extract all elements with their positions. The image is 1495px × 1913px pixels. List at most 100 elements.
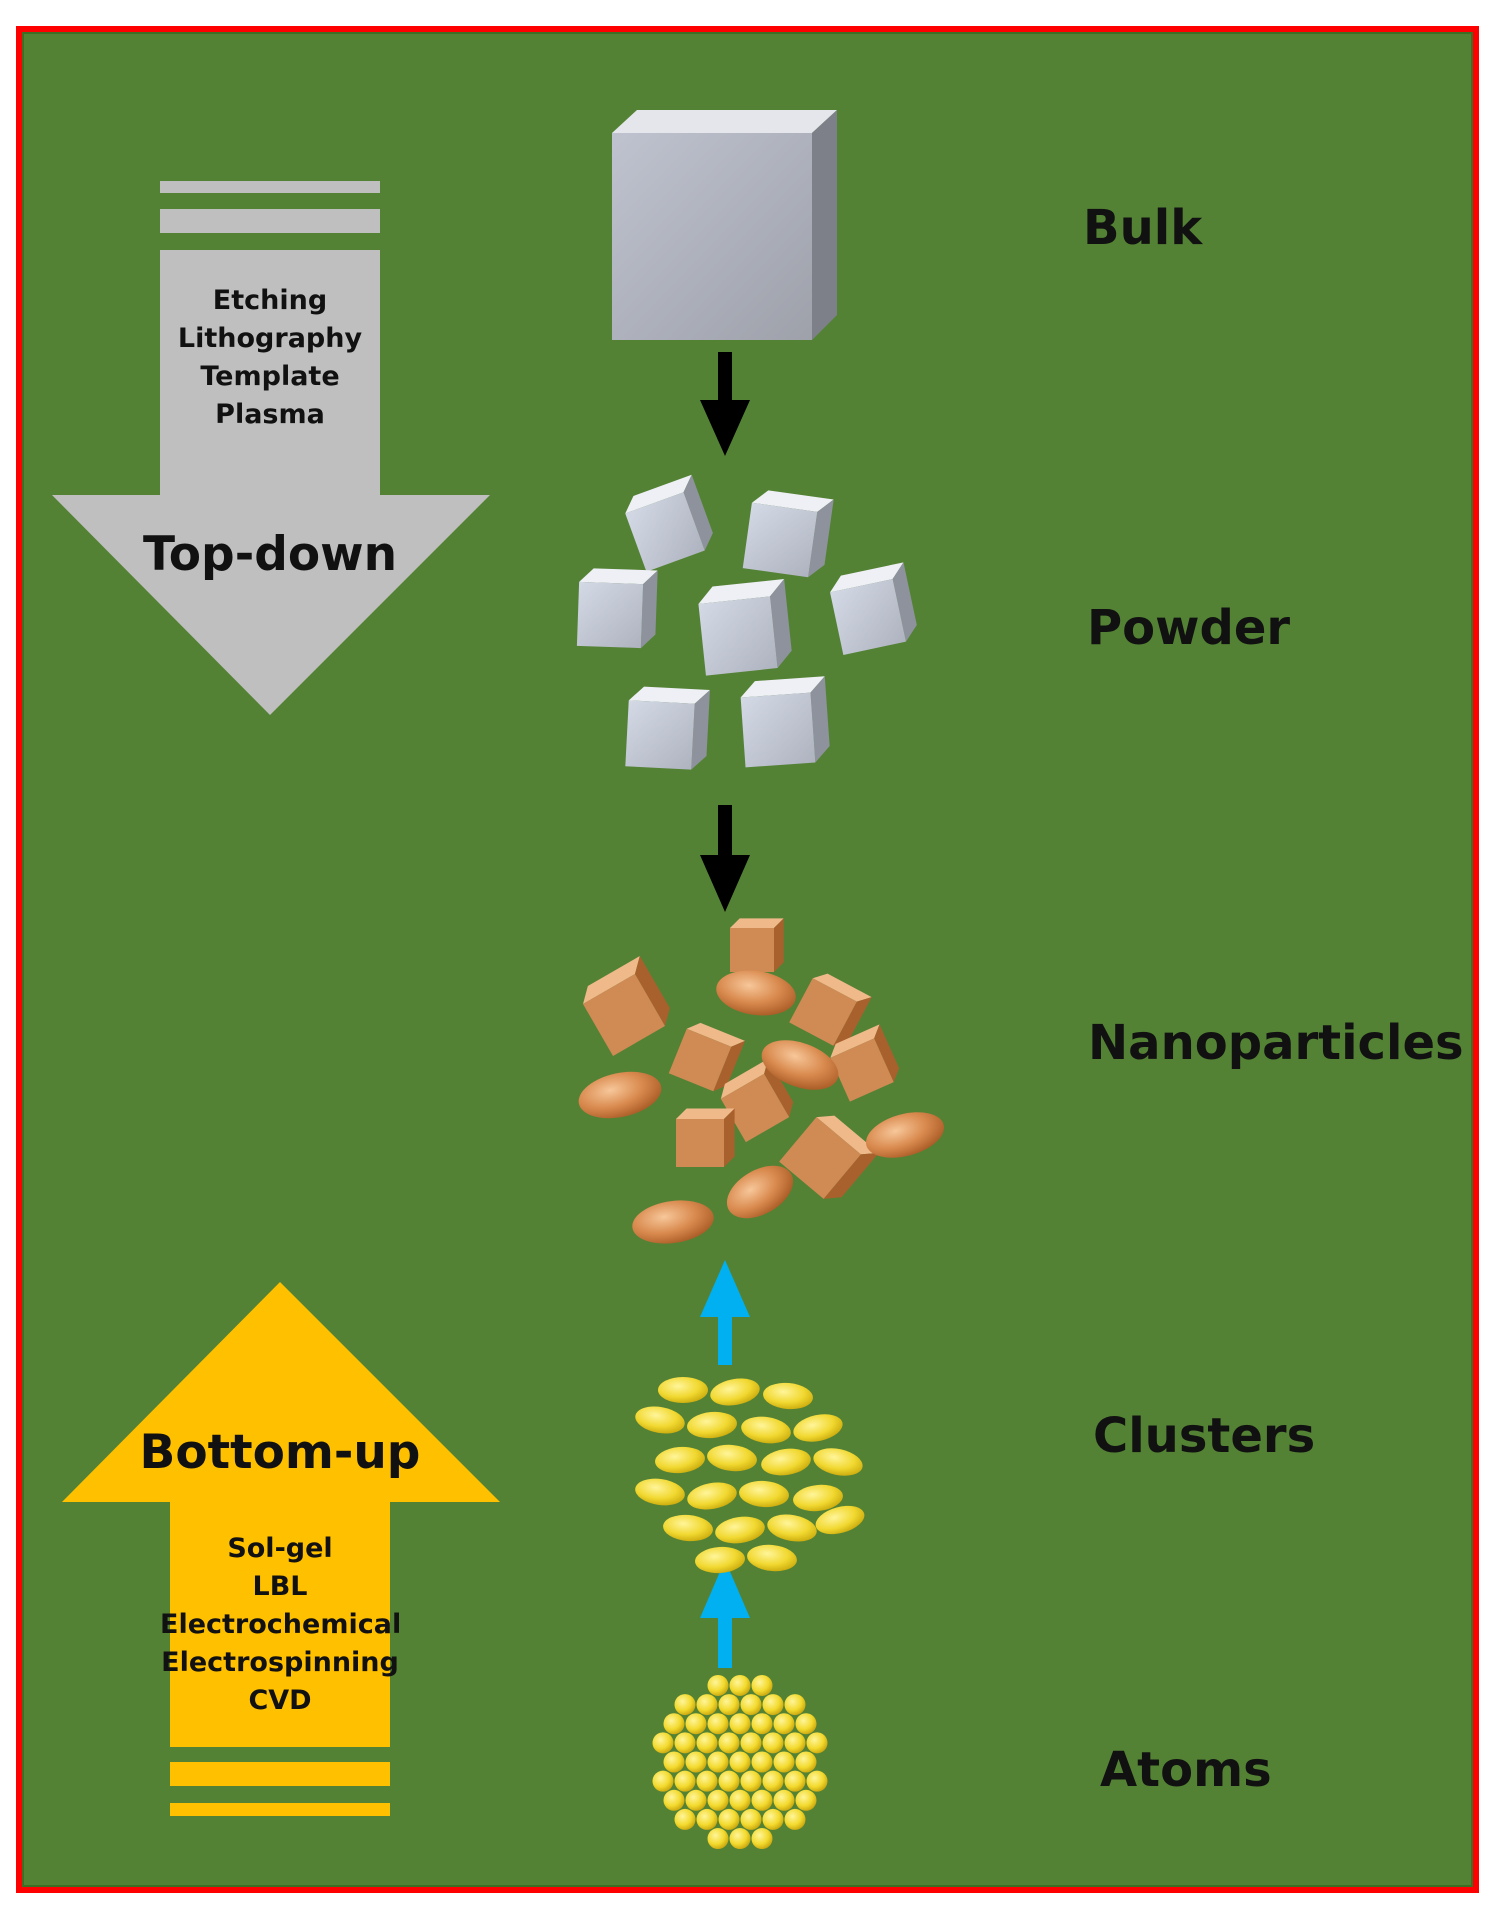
- bottom-up-method: Sol-gel: [227, 1533, 333, 1564]
- clusters-icon: [635, 1377, 865, 1574]
- diagram-panel: [22, 32, 1473, 1887]
- atom-sphere: [707, 1828, 729, 1850]
- atom-sphere: [652, 1732, 674, 1754]
- cluster-particle: [663, 1514, 713, 1542]
- atom-sphere: [685, 1789, 707, 1811]
- atom-sphere: [674, 1808, 696, 1830]
- atom-sphere: [707, 1713, 729, 1735]
- top-down-methods: Etching Lithography Template Plasma: [170, 282, 370, 434]
- atom-sphere: [718, 1770, 740, 1792]
- cluster-particle: [687, 1411, 737, 1439]
- atom-sphere: [729, 1751, 751, 1773]
- atom-sphere: [751, 1828, 773, 1850]
- bottom-up-methods: Sol-gel LBL Electrochemical Electrospinn…: [160, 1530, 402, 1720]
- bulk-cube-icon: [612, 110, 837, 340]
- atom-sphere: [784, 1808, 806, 1830]
- nanoparticle-cube: [668, 1022, 745, 1092]
- nanoparticle-cube: [583, 955, 670, 1056]
- atom-sphere: [806, 1770, 828, 1792]
- bottom-up-method: CVD: [248, 1685, 312, 1716]
- arrow-atoms-to-clusters: [700, 1560, 750, 1668]
- atom-sphere: [762, 1694, 784, 1716]
- atom-sphere: [718, 1732, 740, 1754]
- cluster-particle: [761, 1448, 811, 1476]
- nanoparticle-cube: [779, 1115, 879, 1199]
- atom-sphere: [751, 1789, 773, 1811]
- powder-cube: [625, 686, 710, 770]
- nanoparticle-cube: [676, 1108, 735, 1167]
- powder-cube: [742, 490, 834, 578]
- nanoparticles-icon: [578, 918, 945, 1244]
- nanoparticle-oval: [865, 1112, 945, 1158]
- atom-sphere: [674, 1694, 696, 1716]
- top-down-stripe-1: [160, 181, 380, 193]
- cluster-particle: [710, 1378, 760, 1406]
- atom-sphere: [718, 1808, 740, 1830]
- atom-sphere: [685, 1751, 707, 1773]
- nanoparticle-cube: [720, 1058, 794, 1143]
- atoms-icon: [652, 1674, 828, 1850]
- atom-sphere: [740, 1808, 762, 1830]
- arrow-clusters-to-nanoparticles: [700, 1260, 750, 1365]
- cluster-particle: [655, 1446, 705, 1474]
- nanoparticle-cube: [730, 918, 784, 972]
- top-down-arrow-body: [52, 250, 490, 715]
- cluster-particle: [767, 1514, 817, 1542]
- stage-label-clusters: Clusters: [1093, 1408, 1316, 1464]
- cluster-particle: [813, 1448, 863, 1476]
- cluster-particle: [741, 1416, 791, 1444]
- atom-sphere: [751, 1751, 773, 1773]
- cluster-particle: [658, 1377, 708, 1403]
- atom-sphere: [663, 1713, 685, 1735]
- atom-sphere: [773, 1789, 795, 1811]
- atom-sphere: [707, 1789, 729, 1811]
- atom-sphere: [674, 1732, 696, 1754]
- bottom-up-arrow-body: [62, 1282, 500, 1747]
- cluster-particle: [793, 1484, 843, 1512]
- stage-label-nanoparticles: Nanoparticles: [1088, 1015, 1464, 1071]
- arrow-powder-to-nanoparticles: [700, 805, 750, 912]
- cluster-particle: [635, 1406, 685, 1434]
- top-down-title: Top-down: [142, 527, 398, 582]
- atom-sphere: [784, 1770, 806, 1792]
- nanoparticle-oval: [761, 1040, 839, 1090]
- atom-sphere: [784, 1732, 806, 1754]
- stage-label-atoms: Atoms: [1100, 1742, 1272, 1798]
- atom-sphere: [696, 1770, 718, 1792]
- nanoparticle-cube: [830, 1024, 900, 1102]
- top-down-method: Plasma: [215, 399, 325, 430]
- arrow-bulk-to-powder: [700, 352, 750, 456]
- outer-frame: [16, 26, 1479, 1893]
- atom-sphere: [696, 1808, 718, 1830]
- powder-cube: [625, 474, 713, 572]
- atom-sphere: [663, 1751, 685, 1773]
- cluster-particle: [695, 1546, 745, 1574]
- atom-sphere: [762, 1808, 784, 1830]
- atom-sphere: [696, 1732, 718, 1754]
- atom-sphere: [685, 1713, 707, 1735]
- powder-cube: [740, 676, 830, 768]
- cluster-particle: [739, 1480, 789, 1508]
- cluster-particle: [747, 1544, 797, 1572]
- atom-sphere: [740, 1732, 762, 1754]
- cluster-particle: [707, 1444, 757, 1472]
- nanoparticle-oval: [726, 1165, 794, 1219]
- top-down-method: Template: [200, 361, 340, 392]
- cluster-particle: [793, 1414, 843, 1442]
- bottom-up-method: Electrospinning: [161, 1647, 399, 1678]
- atom-sphere: [707, 1674, 729, 1696]
- cluster-particle: [635, 1478, 685, 1506]
- powder-cube: [830, 562, 917, 655]
- atom-sphere: [762, 1732, 784, 1754]
- bottom-up-arrow: [62, 1282, 500, 1816]
- powder-cubes-icon: [576, 474, 917, 770]
- atom-sphere: [740, 1770, 762, 1792]
- nanoparticle-oval: [632, 1200, 714, 1244]
- atom-sphere: [773, 1751, 795, 1773]
- atom-sphere: [751, 1713, 773, 1735]
- bottom-up-method: Electrochemical: [160, 1609, 402, 1640]
- cluster-particle: [815, 1505, 865, 1535]
- atom-sphere: [718, 1694, 740, 1716]
- atom-sphere: [784, 1694, 806, 1716]
